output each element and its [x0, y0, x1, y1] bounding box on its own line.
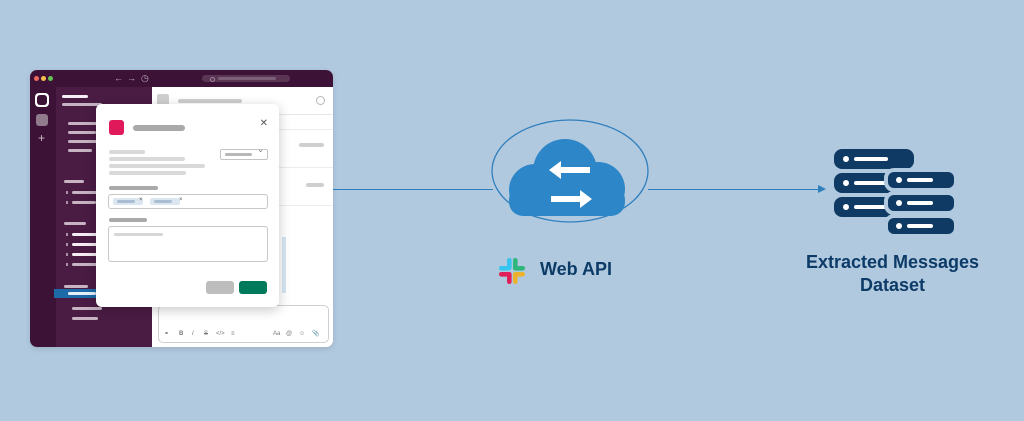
modal-dropdown[interactable]: [220, 145, 268, 160]
text-format-icon[interactable]: Aa: [273, 331, 281, 337]
info-icon[interactable]: [316, 96, 325, 105]
forward-arrow-icon[interactable]: →: [127, 73, 136, 83]
sidebar-subtitle: [62, 103, 102, 106]
bold-icon[interactable]: B: [179, 331, 184, 337]
channel-avatar[interactable]: [157, 94, 169, 106]
link-icon[interactable]: ⚭: [164, 331, 170, 337]
sidebar-dm[interactable]: [72, 307, 102, 310]
sidebar-dm[interactable]: [72, 317, 98, 320]
add-workspace-icon[interactable]: +: [38, 131, 46, 145]
emoji-icon[interactable]: ☺: [299, 331, 306, 337]
multi-select-input[interactable]: × ×: [108, 194, 268, 209]
strikethrough-icon[interactable]: S: [204, 331, 209, 337]
modal-text-line: [109, 157, 185, 161]
maximize-window-dot[interactable]: [48, 76, 53, 81]
minimize-window-dot[interactable]: [41, 76, 46, 81]
modal-text-line: [109, 150, 145, 154]
chip-remove-icon[interactable]: ×: [139, 197, 143, 203]
arrow-head-icon: [818, 185, 826, 193]
selected-chip[interactable]: [150, 198, 180, 205]
sidebar-item[interactable]: [68, 131, 96, 134]
search-bar[interactable]: [202, 75, 290, 82]
sidebar-item[interactable]: [68, 140, 102, 143]
sidebar-section-header[interactable]: [64, 180, 84, 183]
italic-icon[interactable]: I: [192, 331, 194, 337]
close-icon[interactable]: ✕: [259, 118, 268, 129]
sidebar-item[interactable]: [68, 149, 92, 152]
hash-icon: [66, 263, 68, 266]
sidebar-section-header[interactable]: [64, 222, 86, 225]
hash-icon: [66, 243, 68, 246]
app-modal-dialog: ✕ × ×: [96, 104, 279, 307]
mention-icon[interactable]: @: [286, 331, 293, 337]
sidebar-section-header[interactable]: [64, 285, 88, 288]
back-arrow-icon[interactable]: ←: [114, 73, 123, 83]
chip-remove-icon[interactable]: ×: [179, 197, 183, 203]
hash-icon: [66, 233, 68, 236]
dataset-label: Extracted Messages Dataset: [770, 251, 1015, 297]
modal-text-line: [109, 171, 186, 175]
connector-line: [333, 189, 493, 190]
modal-text-line: [109, 164, 205, 168]
workspace-rail: +: [30, 87, 56, 347]
sidebar-item[interactable]: [68, 122, 100, 125]
message-textarea[interactable]: [108, 226, 268, 262]
message-preview: [306, 183, 324, 187]
connector-line: [648, 189, 818, 190]
submit-button[interactable]: [239, 281, 267, 294]
message-preview: [299, 143, 324, 147]
sidebar-channel[interactable]: [72, 243, 106, 246]
message-highlight: [282, 237, 286, 293]
dataset-label-line1: Extracted Messages: [805, 252, 980, 272]
hash-icon: [66, 191, 68, 194]
sidebar-channel[interactable]: [72, 263, 102, 266]
sidebar-channel[interactable]: [72, 253, 98, 256]
message-composer[interactable]: ⚭ B I S </> ≡ Aa @ ☺ 📎: [158, 305, 329, 343]
app-icon: [109, 120, 124, 135]
sidebar-channel[interactable]: [72, 201, 96, 204]
sidebar-channel[interactable]: [72, 233, 100, 236]
selected-chip[interactable]: [113, 198, 143, 205]
database-icon: [834, 149, 957, 238]
dataset-label-line2: Dataset: [859, 275, 926, 295]
field-label: [109, 218, 147, 222]
history-icon[interactable]: ◷: [141, 73, 149, 83]
list-icon[interactable]: ≡: [231, 331, 235, 337]
sidebar-channel[interactable]: [72, 191, 102, 194]
close-window-dot[interactable]: [34, 76, 39, 81]
web-api-label: Web API: [540, 259, 613, 279]
code-icon[interactable]: </>: [216, 331, 225, 337]
channel-title[interactable]: [178, 99, 242, 103]
field-label: [109, 186, 158, 190]
attach-icon[interactable]: 📎: [312, 331, 320, 337]
slack-logo: [499, 258, 525, 284]
workspace-name[interactable]: [62, 95, 88, 98]
cloud-sync-icon: [491, 119, 649, 223]
cancel-button[interactable]: [206, 281, 234, 294]
workspace-switcher-icon[interactable]: [36, 114, 48, 126]
hash-icon: [66, 253, 68, 256]
window-titlebar: ← → ◷: [30, 70, 333, 87]
workspace-icon[interactable]: [35, 93, 49, 107]
hash-icon: [66, 201, 68, 204]
modal-title: [133, 125, 185, 131]
